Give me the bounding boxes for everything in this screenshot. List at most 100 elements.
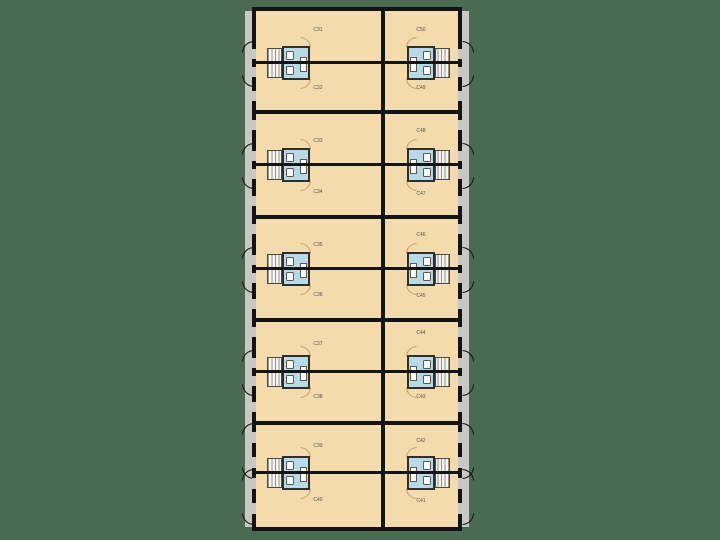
right-wall-opening: [458, 376, 462, 386]
left-wall-opening: [252, 91, 256, 101]
party-wall-5: [252, 471, 462, 474]
unit-label-c35: C35: [313, 242, 323, 248]
left-wall-opening: [252, 120, 256, 130]
unit-label-c44: C44: [416, 330, 426, 336]
left-wall-opening: [252, 432, 256, 443]
toilet-icon: [423, 360, 432, 369]
left-wall-opening: [252, 49, 256, 59]
party-wall-3: [252, 267, 462, 270]
unit-label-c34: C34: [313, 189, 323, 195]
unit-label-c50: C50: [416, 27, 426, 33]
unit-label-c48: C48: [416, 128, 426, 134]
toilet-icon: [285, 168, 294, 177]
right-wall-opening: [458, 91, 462, 101]
party-wall-1: [252, 61, 462, 64]
unit-label-c47: C47: [416, 191, 426, 197]
sink-counter-icon: [410, 366, 418, 381]
left-wall-opening: [252, 358, 256, 368]
exterior-door-swing-icon: [242, 247, 254, 259]
exterior-door-swing-icon: [462, 423, 474, 435]
exterior-door-swing-icon: [462, 143, 474, 155]
toilet-icon: [285, 66, 294, 75]
unit-label-c32: C32: [313, 85, 323, 91]
exterior-door-swing-icon: [242, 75, 254, 87]
left-wall-opening: [252, 196, 256, 206]
exterior-door-swing-icon: [242, 350, 254, 362]
right-wall-opening: [458, 67, 462, 77]
right-wall-opening: [458, 49, 462, 59]
stair-bath-core: [267, 346, 311, 398]
exterior-door-swing-icon: [462, 41, 474, 53]
module-wall-1: [252, 110, 462, 114]
toilet-icon: [285, 51, 294, 60]
toilet-icon: [423, 257, 432, 266]
left-wall-opening: [252, 402, 256, 412]
right-wall-opening: [458, 120, 462, 130]
right-wall-opening: [458, 196, 462, 206]
exterior-door-swing-icon: [242, 143, 254, 155]
right-wall-opening: [458, 457, 462, 468]
module-wall-3: [252, 318, 462, 322]
toilet-icon: [285, 375, 294, 384]
unit-label-c40: C40: [313, 497, 323, 503]
sink-counter-icon: [299, 159, 307, 174]
right-wall-opening: [458, 432, 462, 443]
sink-counter-icon: [410, 263, 418, 278]
party-wall-2: [252, 163, 462, 166]
module-wall-4: [252, 421, 462, 425]
exterior-door-swing-icon: [462, 247, 474, 259]
unit-label-c49: C49: [416, 85, 426, 91]
exterior-door-swing-icon: [242, 384, 254, 396]
exterior-door-swing-icon: [462, 177, 474, 189]
toilet-icon: [423, 375, 432, 384]
right-walkway-strip: [462, 11, 469, 527]
unit-label-c31: C31: [313, 27, 323, 33]
sink-counter-icon: [410, 467, 418, 482]
toilet-icon: [423, 51, 432, 60]
exterior-door-swing-icon: [462, 281, 474, 293]
unit-label-c42: C42: [416, 438, 426, 444]
left-wall-opening: [252, 273, 256, 283]
right-wall-opening: [458, 151, 462, 161]
left-wall-opening: [252, 478, 256, 489]
unit-label-c37: C37: [313, 341, 323, 347]
right-wall-opening: [458, 478, 462, 489]
unit-label-c43: C43: [416, 394, 426, 400]
left-wall-opening: [252, 67, 256, 77]
exterior-door-swing-icon: [242, 423, 254, 435]
unit-label-c41: C41: [416, 498, 426, 504]
exterior-door-swing-icon: [242, 177, 254, 189]
left-wall-opening: [252, 255, 256, 265]
left-wall-opening: [252, 169, 256, 179]
unit-label-c46: C46: [416, 232, 426, 238]
unit-label-c36: C36: [313, 292, 323, 298]
sink-counter-icon: [299, 366, 307, 381]
exterior-door-swing-icon: [242, 281, 254, 293]
module-wall-2: [252, 215, 462, 219]
exterior-door-swing-icon: [242, 469, 254, 481]
exterior-door-swing-icon: [462, 350, 474, 362]
toilet-icon: [423, 153, 432, 162]
bathroom: [282, 252, 310, 286]
right-wall-opening: [458, 273, 462, 283]
party-wall-4: [252, 370, 462, 373]
exterior-door-swing-icon: [462, 513, 474, 525]
right-wall-opening: [458, 503, 462, 514]
exterior-door-swing-icon: [462, 75, 474, 87]
left-wall-opening: [252, 151, 256, 161]
toilet-icon: [423, 66, 432, 75]
sink-counter-icon: [299, 467, 307, 482]
right-wall-opening: [458, 169, 462, 179]
exterior-door-swing-icon: [242, 41, 254, 53]
unit-label-c38: C38: [313, 394, 323, 400]
exterior-door-swing-icon: [242, 513, 254, 525]
left-wall-opening: [252, 503, 256, 514]
toilet-icon: [423, 476, 432, 485]
toilet-icon: [285, 272, 294, 281]
right-wall-opening: [458, 402, 462, 412]
toilet-icon: [285, 476, 294, 485]
left-wall-opening: [252, 327, 256, 337]
toilet-icon: [285, 257, 294, 266]
toilet-icon: [423, 168, 432, 177]
